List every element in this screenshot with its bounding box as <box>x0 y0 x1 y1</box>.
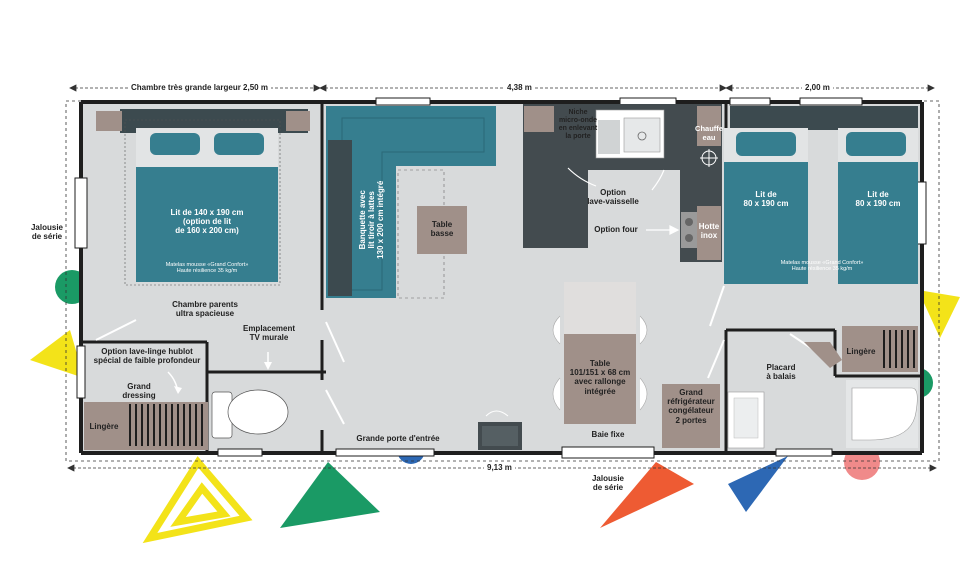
label-water-heater: Chauffe eau <box>695 124 723 142</box>
label-dishwasher: Option lave-vaisselle <box>587 188 639 207</box>
label-mattress-kids: Matelas mousse «Grand Confort» Haute rés… <box>780 260 864 273</box>
label-main-door: Grande porte d'entrée <box>356 434 440 443</box>
lingere-right <box>804 326 918 372</box>
label-parents-bedroom: Chambre parents ultra spacieuse <box>172 300 238 319</box>
twin-beds <box>724 106 918 284</box>
label-fixed-window: Baie fixe <box>591 430 625 439</box>
label-banquette: Banquette avec lit tiroir à lattes 130 x… <box>358 180 386 259</box>
dimension-bedroom-width: Chambre très grande largeur 2,50 m <box>128 83 271 92</box>
label-broom-closet: Placard à balais <box>766 363 796 382</box>
label-washing-machine: Option lave-linge hublot spécial de faib… <box>93 347 201 366</box>
kitchen-arrows <box>567 167 680 235</box>
label-mattress-parents: Matelas mousse «Grand Confort» Haute rés… <box>165 262 249 275</box>
coffee-table <box>417 206 467 254</box>
label-dining-table: Table 101/151 x 68 cm avec rallonge inté… <box>569 359 631 396</box>
toilet <box>211 352 289 439</box>
label-single-bed-2: Lit de 80 x 190 cm <box>855 190 901 209</box>
dimension-total-length: 9,13 m <box>484 463 515 472</box>
decor-yellow-nested-triangle <box>142 456 253 544</box>
bedside-line <box>124 119 281 286</box>
dimension-right-width: 2,00 m <box>802 83 833 92</box>
label-coffee-table: Table basse <box>430 220 454 239</box>
label-lingere-left: Lingère <box>89 422 119 431</box>
kitchen-counter <box>523 104 722 262</box>
decor-blue-triangle <box>728 456 788 512</box>
bathroom <box>727 380 918 449</box>
dimension-living-width: 4,38 m <box>504 83 535 92</box>
label-fridge: Grand réfrigérateur congélateur 2 portes <box>667 388 715 425</box>
entry-cabinet <box>478 410 522 450</box>
outline-dashed <box>65 100 940 462</box>
decor-yellow-triangle-left <box>30 330 84 378</box>
label-jalousie-left: Jalousie de série <box>30 223 63 242</box>
label-single-bed-1: Lit de 80 x 190 cm <box>743 190 789 209</box>
decor-green-triangle <box>280 462 380 528</box>
dressing-lingere-left <box>84 371 208 450</box>
label-oven: Option four <box>594 225 638 234</box>
window-frames <box>74 97 927 459</box>
fridge <box>662 384 720 448</box>
label-jalousie-bottom: Jalousie de série <box>591 474 624 493</box>
double-bed <box>96 109 310 282</box>
label-tv-location: Emplacement TV murale <box>242 324 296 343</box>
label-hood: Hotte inox <box>698 222 720 241</box>
label-lingere-right: Lingère <box>846 347 876 356</box>
dining-table <box>552 282 648 424</box>
label-dressing: Grand dressing <box>122 382 156 401</box>
label-double-bed: Lit de 140 x 190 cm (option de lit de 16… <box>170 208 244 236</box>
label-microwave-niche: Niche micro-onde en enlevant la porte <box>558 109 598 141</box>
decor-orange-triangle <box>600 462 694 528</box>
